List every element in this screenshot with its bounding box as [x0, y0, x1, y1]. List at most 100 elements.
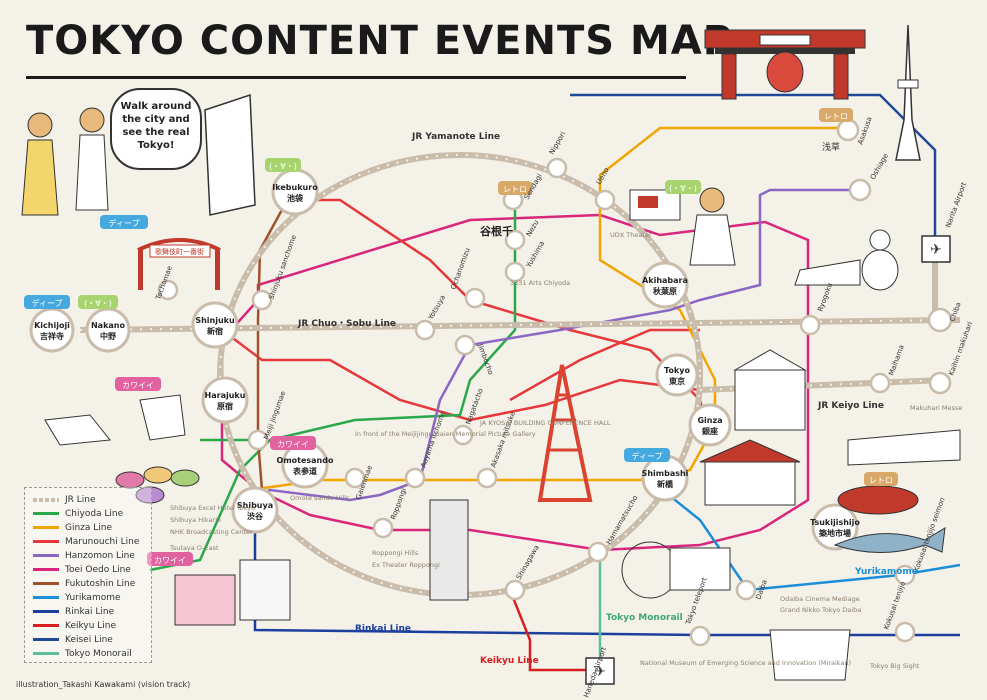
station-ikebukuro-jp: 池袋 [287, 193, 304, 203]
station-ikebukuro-en: Ikebukuro [272, 183, 318, 192]
legend-label: Rinkai Line [65, 606, 115, 617]
legend-swatch [33, 497, 59, 502]
legend-label: Marunouchi Line [65, 536, 140, 547]
legend-swatch [33, 652, 59, 655]
legend-swatch [33, 568, 59, 571]
station-nakano-jp: 中野 [100, 331, 116, 341]
label-monorail: Tokyo Monorail [606, 613, 683, 623]
jr-chuo-sobu-ties [79, 319, 961, 331]
title-underline [26, 76, 686, 79]
station-kichijoji-en: Kichijoji [34, 321, 70, 330]
station-ueno: Ueno [595, 166, 611, 186]
station-akihabara-jp: 秋葉原 [652, 286, 677, 296]
macarons-illustration [115, 466, 200, 504]
spot-miraikan: National Museum of Emerging Science and … [640, 659, 851, 667]
legend-label: Chiyoda Line [65, 508, 124, 519]
kaminarimon-illustration [704, 29, 866, 100]
badge-retro-tsukiji: レトロ [869, 476, 893, 485]
legend-item: Yurikamome [33, 592, 121, 603]
spot-udx: UDX Theater [610, 231, 652, 239]
label-yamanote: JR Yamanote Line [411, 132, 500, 142]
legend-item: Fukutoshin Line [33, 578, 135, 589]
legend-swatch [33, 554, 59, 557]
sumo-illustration [794, 229, 899, 291]
station-shinjuku-jp: 新宿 [207, 326, 223, 336]
label-rinkai: Rinkai Line [355, 624, 411, 634]
fish-illustration [833, 527, 946, 553]
skytree-illustration [895, 24, 921, 161]
station-shibuya-en: Shibuya [237, 501, 273, 510]
chiyoda-line [149, 195, 517, 572]
station-maihama: Maihama [887, 344, 905, 377]
label-yanesen-jp: 谷根千 [480, 224, 513, 238]
major-stations [29, 168, 859, 551]
spot-ex-theater: Ex Theater Roppongi [372, 561, 440, 569]
console-illustration [629, 189, 681, 221]
station-omotesando-en: Omotesando [277, 456, 334, 465]
fuji-tv-illustration [621, 541, 731, 599]
station-tsukijishijo-jp: 築地市場 [818, 528, 851, 538]
legend-item: Hanzomon Line [33, 550, 135, 561]
badge-cute-shibuya: カワイイ [154, 556, 186, 565]
badge-deep-kabukicho: ディープ [109, 218, 140, 228]
spot-meijijingu: In front of the Meijijingu Gaien Memoria… [355, 430, 536, 438]
station-yotsuya: Yotsuya [426, 294, 447, 322]
legend-label: Ginza Line [65, 522, 113, 533]
line-labels: JR Yamanote Line JR Chuo・Sobu Line JR Ke… [297, 132, 918, 666]
legend-item: Marunouchi Line [33, 536, 139, 547]
shinjuku-building-illustration [429, 499, 469, 601]
station-narita-airport: Narita Airport [944, 181, 968, 229]
badge-face-akihabara: (・∀・) [669, 184, 697, 193]
building-illustration [204, 93, 256, 216]
tokyo-tower-illustration [537, 364, 593, 502]
legend-label: JR Line [65, 494, 96, 505]
legend-label: Tokyo Monorail [65, 648, 132, 659]
badge-face-ikebukuro: (・∀・) [269, 162, 297, 171]
legend-item: Keisei Line [33, 634, 113, 645]
station-nippori: Nippori [548, 130, 568, 156]
legend-label: Hanzomon Line [65, 550, 135, 561]
legend-swatch [33, 526, 59, 529]
badge-retro-yanesen: レトロ [503, 185, 527, 194]
hanzomon-line [239, 188, 860, 507]
spot-excel-hotel: Shibuya Excel Hotel Tokyu [170, 504, 255, 512]
spot-hikarie: Shibuya Hikarie [170, 516, 221, 524]
spot-labels: UDX Theater 3331 Arts Chiyoda JA KYOSAI … [169, 231, 962, 670]
spot-mediage: Odaiba Cinema Mediage [780, 595, 860, 603]
station-ginza-en: Ginza [697, 416, 722, 425]
station-roppongi: Roppongi [389, 487, 408, 521]
sushi-illustration [837, 485, 919, 515]
legend-swatch [33, 540, 59, 543]
legend-item: Chiyoda Line [33, 508, 123, 519]
credit-text: illustration_Takashi Kawakami (vision tr… [16, 680, 191, 689]
station-shimbashi-jp: 新橋 [657, 479, 674, 489]
legend-item: Tokyo Monorail [33, 648, 132, 659]
marunouchi-line-3 [509, 328, 700, 402]
station-daiba: Daiba [754, 579, 768, 601]
legend-item: JR Line [33, 494, 96, 505]
label-kabukicho: 歌舞伎町一番街 [155, 247, 204, 256]
legend-swatch [33, 596, 59, 599]
legend-swatch [33, 582, 59, 585]
marunouchi-line [300, 198, 707, 421]
station-ryogoku: Ryogoku [816, 282, 834, 313]
badge-cute-omotesando: カワイイ [277, 440, 309, 449]
keikyu-line [508, 589, 600, 672]
station-kichijoji-jp: 吉祥寺 [40, 331, 64, 341]
speech-bubble: Walk around the city and see the real To… [110, 88, 202, 170]
station-harajuku-jp: 原宿 [217, 401, 233, 411]
airplane-icon [921, 235, 951, 263]
legend-swatch [33, 512, 59, 515]
legend-label: Toei Oedo Line [65, 564, 131, 575]
minor-stations [157, 118, 953, 647]
spot-big-sight: Tokyo Big Sight [869, 662, 920, 670]
legend-label: Fukutoshin Line [65, 578, 136, 589]
spot-ja-kyosai: JA KYOSAI BUILDING CONFERENCE HALL [479, 419, 611, 427]
spot-o-east: Tsutaya O-East [169, 544, 219, 552]
station-ochanomizu: Ochanomizu [449, 247, 471, 291]
maid-illustration [689, 187, 736, 266]
badges [24, 108, 898, 566]
label-asakusa-jp: 浅草 [822, 141, 840, 153]
